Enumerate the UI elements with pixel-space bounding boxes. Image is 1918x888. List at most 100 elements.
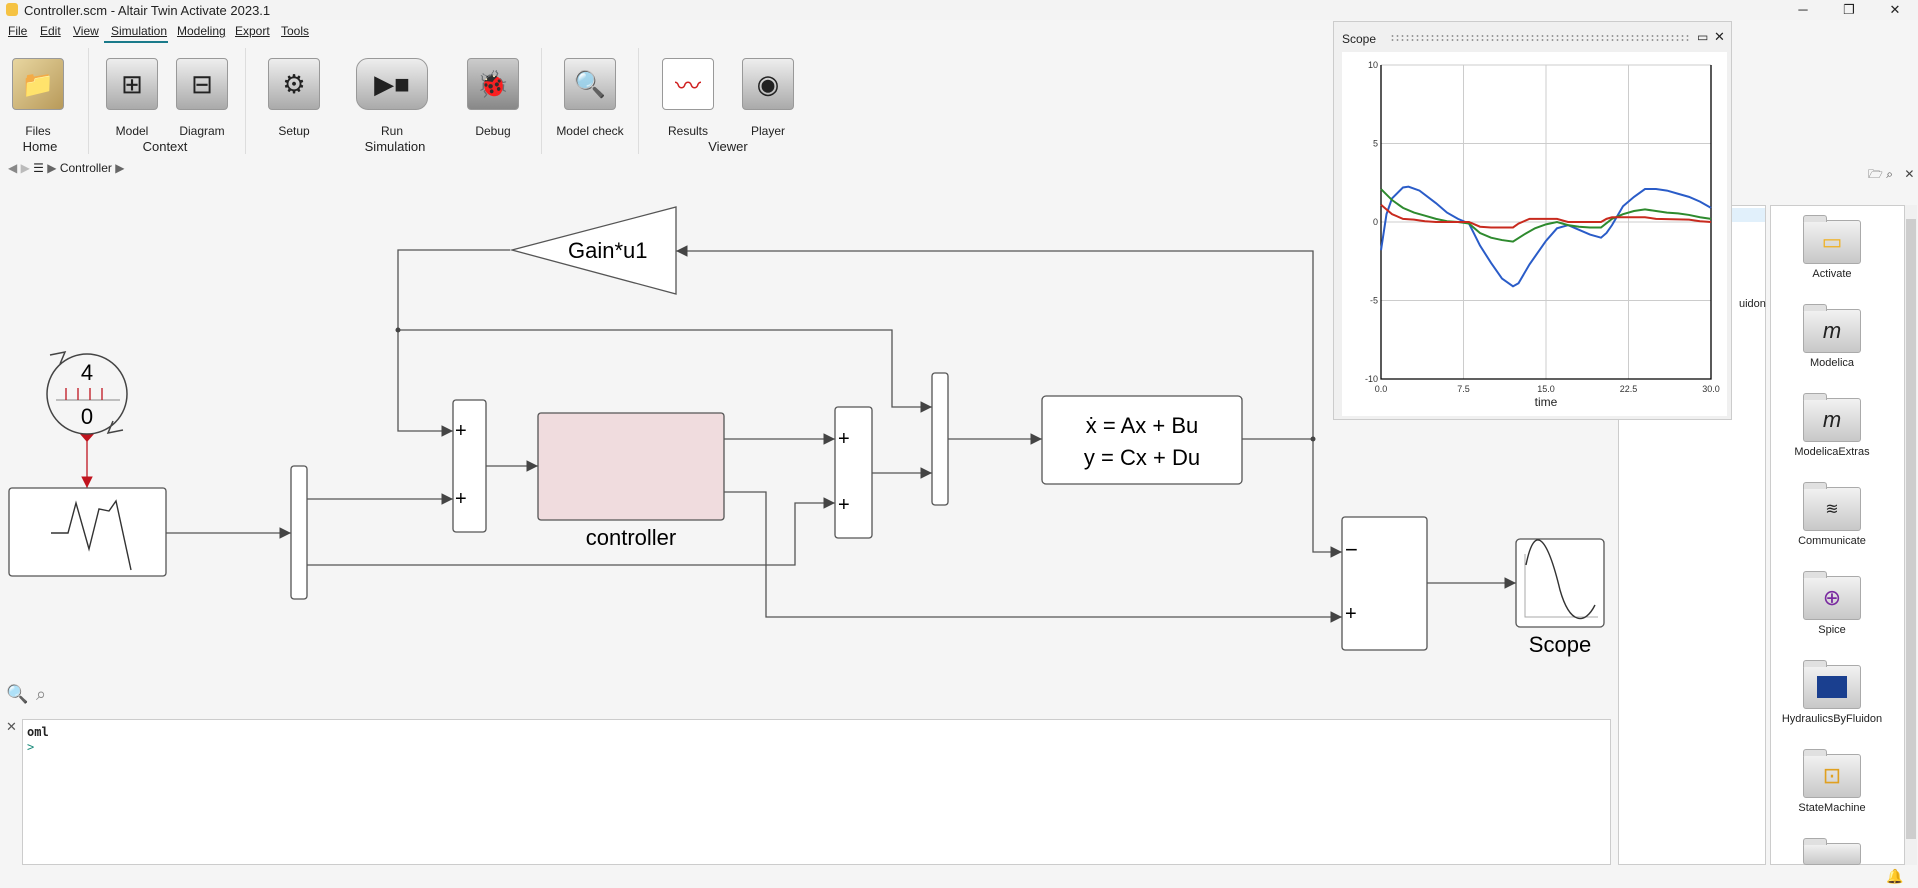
state-space-block[interactable]: ẋ = Ax + Bu y = Cx + Du — [1041, 395, 1243, 485]
mux-block-2[interactable] — [931, 372, 949, 506]
svg-text:+: + — [455, 488, 467, 510]
link-gain-to-sum1 — [397, 249, 510, 437]
menu-modeling[interactable]: Modeling — [177, 24, 226, 38]
gain-block[interactable]: Gain*u1 — [509, 206, 677, 295]
console-prompt[interactable]: > — [27, 740, 35, 754]
tree-item-partial[interactable]: uidon — [1739, 298, 1766, 310]
controller-superblock[interactable]: controller — [537, 412, 725, 550]
bell-icon[interactable]: 🔔 — [1886, 868, 1904, 884]
player-button[interactable]: ◉ Player — [740, 58, 796, 138]
group-context-label: Context — [142, 139, 188, 154]
files-button[interactable]: 📁 Files — [8, 58, 68, 138]
group-viewer-label: Viewer — [708, 139, 748, 154]
diagram-button[interactable]: ⊟ Diagram — [174, 58, 230, 138]
gain-label: Gain*u1 — [568, 238, 648, 263]
modelica-icon: m — [1803, 393, 1861, 442]
palette-item-activate[interactable]: ▭Activate — [1771, 215, 1893, 280]
maximize-icon[interactable]: ▭ — [1697, 30, 1709, 44]
zoom-fit-icon[interactable]: 🔍 — [6, 684, 29, 704]
random-signal-block[interactable] — [8, 487, 167, 577]
mux-block[interactable] — [290, 465, 308, 600]
close-button[interactable]: ✕ — [1889, 2, 1901, 17]
model-check-button[interactable]: 🔍 Model check — [555, 58, 625, 138]
x-tick-label: 15.0 — [1537, 384, 1555, 394]
panel-header-icons: 🗁 ⌕ ✕ — [1868, 165, 1914, 186]
controller-label: controller — [586, 525, 676, 550]
palette-item-spice[interactable]: ⊕Spice — [1771, 571, 1893, 636]
separator — [245, 48, 246, 154]
transistor-icon: ⊕ — [1803, 571, 1861, 620]
sum-block-1[interactable]: + + — [452, 399, 487, 533]
svg-text:+: + — [455, 420, 467, 442]
setup-button[interactable]: ⚙ Setup — [266, 58, 322, 138]
window-title: Controller.scm - Altair Twin Activate 20… — [24, 3, 271, 18]
link-statespace-to-gain — [676, 245, 1314, 440]
statemachine-icon: ⊡ — [1803, 749, 1861, 798]
console-close-icon[interactable]: ✕ — [6, 719, 17, 734]
menu-edit[interactable]: Edit — [40, 24, 61, 38]
separator — [638, 48, 639, 154]
x-tick-label: 0.0 — [1375, 384, 1388, 394]
list-icon[interactable]: ☰ — [33, 161, 44, 175]
player-icon: ◉ — [742, 58, 794, 110]
modelica-icon: m — [1803, 304, 1861, 353]
gear-icon: ⚙ — [268, 58, 320, 110]
diagram-icon: ⊟ — [176, 58, 228, 110]
minimize-button[interactable]: ─ — [1798, 2, 1808, 17]
setup-label: Setup — [278, 124, 310, 138]
scope-block[interactable]: Scope — [1515, 538, 1605, 657]
results-button[interactable]: 〰 Results — [660, 58, 716, 138]
junction-dot — [395, 327, 401, 333]
svg-text:−: − — [1345, 537, 1358, 562]
console-title: oml — [27, 725, 49, 739]
palette-item-statemachine[interactable]: ⊡StateMachine — [1771, 749, 1893, 814]
link-branch-to-mux2 — [398, 329, 932, 413]
breadcrumb-controller[interactable]: Controller — [59, 161, 112, 175]
palette-item-hydraulics[interactable]: HydraulicsByFluidon — [1771, 660, 1893, 725]
sum-block-2[interactable]: + + — [834, 406, 873, 539]
sample-clock-block[interactable]: 4 0 — [46, 350, 128, 435]
x-tick-label: 30.0 — [1702, 384, 1720, 394]
open-folder-icon[interactable]: 🗁 — [1868, 167, 1883, 181]
palette-item-communicate[interactable]: ≋Communicate — [1771, 482, 1893, 547]
menu-export[interactable]: Export — [235, 24, 270, 38]
search-icon[interactable]: ⌕ — [1886, 167, 1893, 181]
svg-text:+: + — [838, 428, 850, 450]
menu-view[interactable]: View — [73, 24, 99, 38]
sum-block-3[interactable]: − + — [1341, 516, 1428, 651]
menu-simulation[interactable]: Simulation — [111, 24, 168, 38]
x-tick-label: 7.5 — [1457, 384, 1470, 394]
results-label: Results — [667, 124, 708, 138]
palette-item-more[interactable] — [1771, 838, 1893, 865]
scope-close-icon[interactable]: ✕ — [1714, 29, 1725, 44]
zoom-selection-icon[interactable]: ⌕ — [36, 684, 47, 704]
drag-handle[interactable] — [1390, 34, 1690, 41]
console-panel[interactable]: oml > — [22, 719, 1611, 865]
activate-icon: ▭ — [1803, 215, 1861, 264]
palette-scrollbar[interactable] — [1905, 205, 1917, 865]
run-button[interactable]: ▶■ Run — [352, 58, 432, 138]
back-arrow-icon[interactable]: ◀ — [8, 161, 18, 175]
separator — [541, 48, 542, 154]
model-button[interactable]: ⊞ Model — [104, 58, 160, 138]
menu-tools[interactable]: Tools — [281, 24, 310, 38]
debug-button[interactable]: 🐞 Debug — [465, 58, 521, 138]
y-tick-label: -5 — [1370, 296, 1378, 306]
y-tick-label: 5 — [1373, 139, 1378, 149]
files-label: Files — [25, 124, 51, 138]
series-line-3 — [1380, 203, 1712, 229]
forward-arrow-icon[interactable]: ▶ — [20, 161, 30, 175]
menu-file[interactable]: File — [8, 24, 28, 38]
debug-label: Debug — [475, 124, 511, 138]
maximize-button[interactable]: ❐ — [1843, 2, 1855, 17]
panel-close-icon[interactable]: ✕ — [1904, 167, 1915, 181]
series-line-1 — [1380, 185, 1712, 288]
svg-text:y = Cx + Du: y = Cx + Du — [1084, 445, 1200, 470]
group-home-label: Home — [22, 139, 58, 154]
